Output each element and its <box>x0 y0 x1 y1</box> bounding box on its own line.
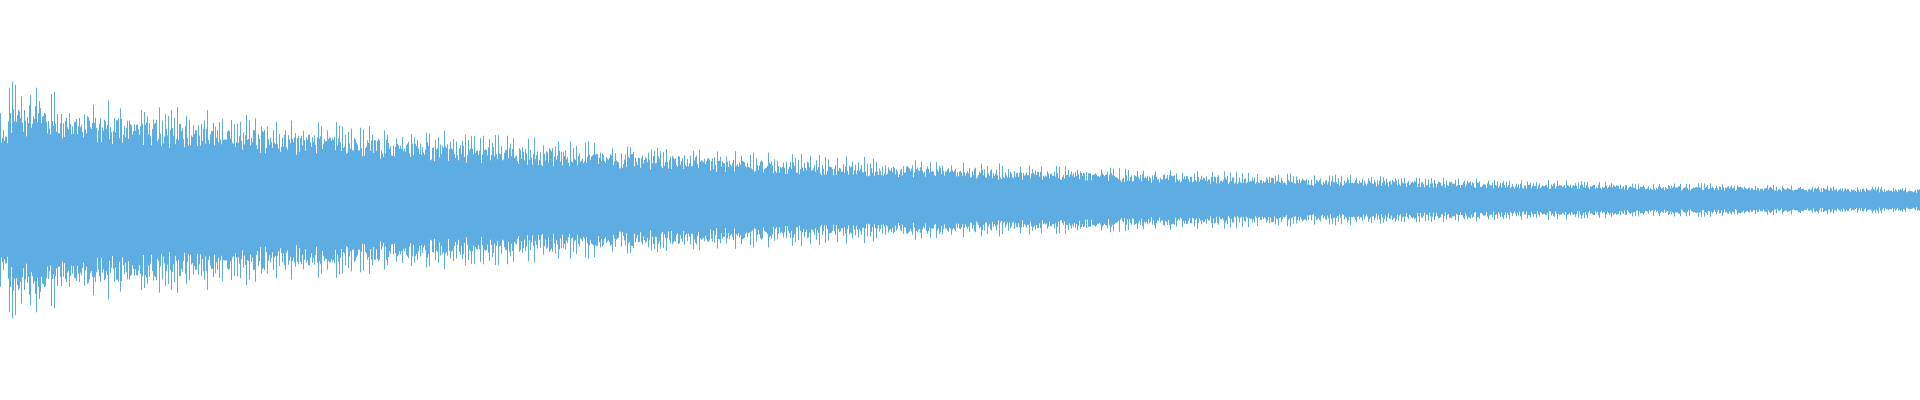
waveform-core-path <box>0 142 1920 258</box>
waveform-bars <box>0 81 1920 319</box>
